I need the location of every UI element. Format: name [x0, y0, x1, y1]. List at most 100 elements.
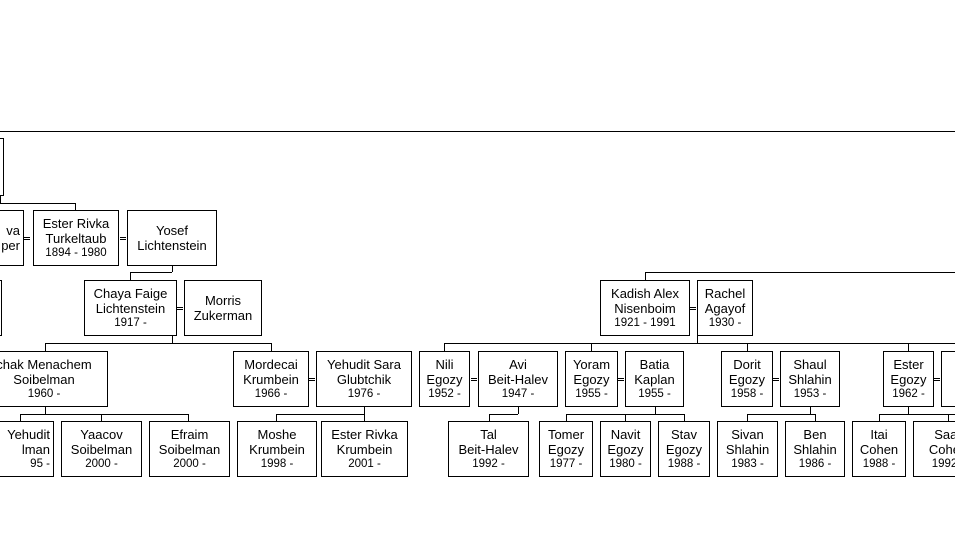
marriage-connector — [24, 237, 30, 240]
marriage-connector — [177, 307, 183, 310]
person-name-line: Navit — [610, 427, 641, 442]
person-dates: 1960 - — [27, 388, 61, 400]
person-name-line: Rachel — [704, 286, 746, 301]
connector-line — [747, 414, 748, 421]
connector-line — [0, 131, 955, 132]
person-name-line: Soibelman — [13, 372, 75, 387]
person-dates: 1976 - — [347, 388, 381, 400]
person-name-line: Shaul — [793, 357, 827, 372]
person-dates: 1977 - — [549, 458, 583, 470]
person-name-line: per — [1, 238, 20, 253]
person-box-top-left-partial[interactable] — [0, 138, 4, 196]
person-name-line: Morris — [204, 293, 242, 308]
connector-line — [810, 407, 811, 414]
connector-line — [908, 343, 909, 351]
person-name-line: Ben — [803, 427, 827, 442]
connector-line — [645, 272, 646, 280]
marriage-connector — [618, 378, 624, 381]
person-box-left-partial-mid[interactable] — [0, 280, 2, 336]
person-dates: 2001 - — [348, 458, 381, 470]
person-name-line: Moshe — [257, 427, 297, 442]
person-dates: 1930 - — [708, 317, 742, 329]
person-name-line: lman — [21, 442, 50, 457]
connector-line — [489, 414, 518, 415]
person-name-line: chak Menachem — [0, 357, 92, 372]
connector-line — [444, 343, 445, 351]
person-dates: 1952 - — [428, 388, 461, 400]
person-name-line: Itai — [870, 427, 888, 442]
person-name-line: Lichtenstein — [137, 238, 207, 253]
connector-line — [948, 414, 949, 421]
connector-line — [101, 414, 102, 421]
person-name-line: Stav — [670, 427, 697, 442]
person-name-line: Shlahin — [788, 372, 832, 387]
marriage-connector — [690, 307, 696, 310]
person-name-line: Cohen — [928, 442, 955, 457]
connector-line — [684, 414, 685, 421]
person-name-line: Yosef — [155, 223, 189, 238]
person-name-line: Egozy — [573, 372, 610, 387]
person-name-line: Yoram — [572, 357, 611, 372]
connector-line — [655, 407, 656, 414]
person-box-y-partial[interactable]: YC1 — [941, 351, 955, 407]
person-name-line: Ester Rivka — [331, 427, 398, 442]
person-name-line: Ester Rivka — [42, 216, 110, 231]
person-name-line: Shlahin — [793, 442, 837, 457]
person-box-saar[interactable]: SaarCohen1992 - — [913, 421, 955, 477]
person-name-line: Egozy — [607, 442, 644, 457]
marriage-connector — [471, 378, 477, 381]
person-dates: 1966 - — [254, 388, 288, 400]
person-dates: 1992 - — [472, 458, 505, 470]
person-name-line: Nili — [435, 357, 454, 372]
person-name-line: Avi — [509, 357, 527, 372]
connector-line — [0, 196, 1, 203]
person-name-line: Agayof — [704, 301, 746, 316]
connector-line — [518, 407, 519, 414]
person-dates: 1998 - — [260, 458, 294, 470]
connector-line — [130, 272, 172, 273]
person-name-line: Batia — [639, 357, 670, 372]
person-name-line: Cohen — [859, 442, 899, 457]
person-name-line: Egozy — [547, 442, 585, 457]
person-dates: 1917 - — [114, 317, 147, 329]
connector-line — [645, 272, 955, 273]
person-name-line: Mordecai — [244, 357, 298, 372]
connector-line — [276, 414, 364, 415]
person-dates: 1986 - — [798, 458, 832, 470]
person-dates: 1953 - — [793, 388, 827, 400]
person-dates: 2000 - — [85, 458, 118, 470]
person-dates: 1894 - 1980 — [45, 247, 107, 259]
connector-line — [489, 414, 490, 421]
connector-line — [566, 414, 567, 421]
person-dates: 1958 - — [730, 388, 764, 400]
